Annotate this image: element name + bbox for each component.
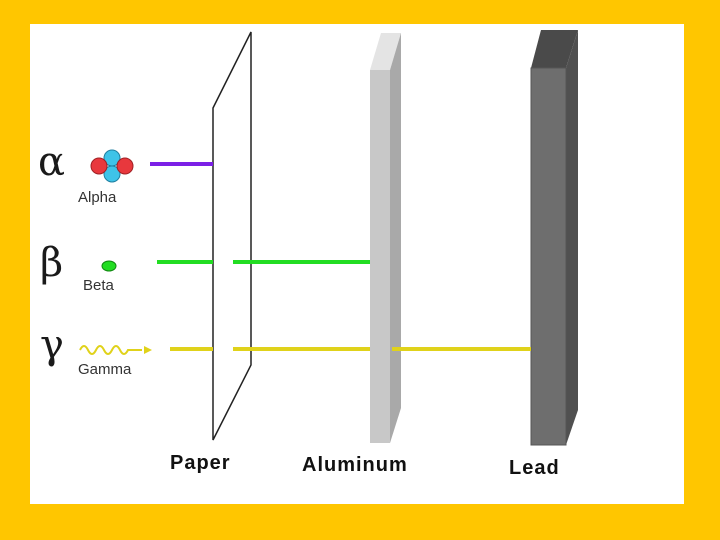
lead-label: Lead	[509, 457, 560, 479]
beta-symbol: β	[40, 240, 63, 286]
paper-barrier	[212, 31, 252, 441]
aluminum-label: Aluminum	[302, 454, 408, 476]
gamma-label: Gamma	[78, 361, 132, 378]
paper-label: Paper	[170, 452, 231, 474]
gamma-symbol: γ	[40, 322, 64, 368]
beta-particle-icon	[101, 260, 117, 272]
aluminum-barrier	[370, 33, 401, 443]
alpha-symbol: α	[38, 139, 65, 185]
alpha-particle-icon	[90, 149, 134, 183]
alpha-label: Alpha	[78, 189, 117, 206]
beta-label: Beta	[83, 277, 115, 294]
gamma-wave-icon	[79, 345, 152, 355]
lead-barrier	[530, 30, 578, 446]
